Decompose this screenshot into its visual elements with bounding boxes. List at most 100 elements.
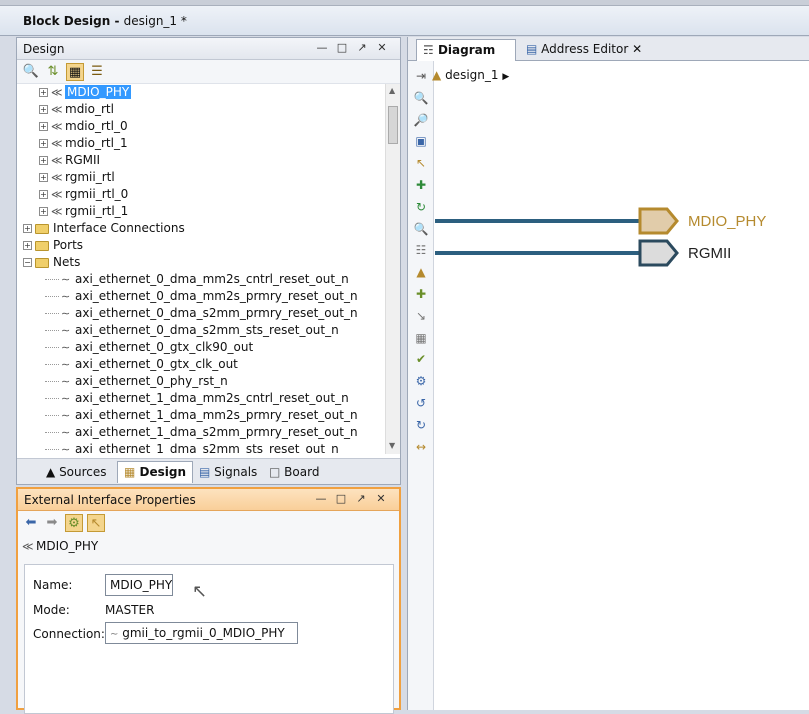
- minimize-icon[interactable]: —: [316, 41, 328, 54]
- zoom-in-icon[interactable]: 🔍: [413, 90, 429, 105]
- tree-view-icon[interactable]: ☰: [91, 64, 103, 79]
- tree-row[interactable]: ∼axi_ethernet_1_dma_mm2s_prmry_reset_out…: [45, 407, 358, 424]
- design-tree-scrollbar[interactable]: ▲ ▼: [385, 84, 400, 454]
- diagram-canvas[interactable]: MDIO_PHY RGMII: [435, 85, 809, 710]
- check-icon[interactable]: ✔: [415, 352, 427, 367]
- net-icon: ∼: [61, 443, 71, 454]
- props-form: Name: MDIO_PHY ↖ Mode: MASTER Connection…: [24, 564, 394, 714]
- tree-row[interactable]: +≪rgmii_rtl_1: [39, 204, 129, 218]
- collapse-all-icon[interactable]: ⇅: [47, 64, 59, 79]
- name-label: Name:: [33, 578, 73, 592]
- minimize-icon[interactable]: —: [315, 492, 327, 505]
- settings-icon[interactable]: ⚙: [415, 374, 427, 389]
- float-icon[interactable]: ↗: [356, 492, 366, 505]
- tree-row[interactable]: ∼axi_ethernet_0_dma_mm2s_prmry_reset_out…: [45, 288, 358, 305]
- close-icon[interactable]: ✕: [377, 41, 387, 54]
- add-ip-icon[interactable]: ✚: [415, 178, 427, 192]
- tab-design[interactable]: ▦ Design: [117, 461, 194, 483]
- add-module-icon[interactable]: ✚: [415, 287, 427, 301]
- pointer-icon[interactable]: ↖: [87, 514, 105, 532]
- back-arrow-icon[interactable]: ⬅: [25, 515, 37, 530]
- tree-row[interactable]: ∼axi_ethernet_1_dma_s2mm_sts_reset_out_n: [45, 441, 339, 454]
- tab-sources[interactable]: ▲ Sources: [46, 465, 107, 479]
- connection-field[interactable]: ∼ gmii_to_rgmii_0_MDIO_PHY: [105, 622, 298, 644]
- name-field[interactable]: MDIO_PHY: [105, 574, 173, 596]
- tree-row[interactable]: ∼axi_ethernet_1_dma_mm2s_cntrl_reset_out…: [45, 390, 349, 407]
- tree-row[interactable]: ∼axi_ethernet_0_gtx_clk_out: [45, 356, 238, 373]
- tree-row[interactable]: −Nets: [23, 255, 81, 269]
- design-panel: Design — □ ↗ ✕ 🔍 ⇅ ▦ ☰ +≪MDIO_PHY+≪mdio_…: [16, 37, 401, 485]
- rgmii-port-label[interactable]: RGMII: [688, 245, 731, 262]
- scrollbar-thumb[interactable]: [388, 106, 398, 144]
- net-icon: ∼: [61, 375, 71, 388]
- chip-icon[interactable]: ▦: [415, 330, 427, 345]
- window-title-bar: Block Design - design_1 *: [0, 6, 809, 36]
- interface-port-icon: ≪: [51, 171, 63, 184]
- tree-row[interactable]: ∼axi_ethernet_0_dma_mm2s_cntrl_reset_out…: [45, 271, 349, 288]
- tab-address-editor[interactable]: ▤ Address Editor ✕: [526, 42, 643, 56]
- close-icon[interactable]: ✕: [376, 492, 386, 505]
- close-tab-icon[interactable]: ✕: [632, 42, 643, 56]
- tree-row[interactable]: +Interface Connections: [23, 221, 185, 235]
- tree-row[interactable]: +≪rgmii_rtl: [39, 170, 115, 184]
- search-icon[interactable]: 🔍: [22, 64, 40, 79]
- expand-icon[interactable]: +: [39, 190, 48, 199]
- net-icon: ∼: [61, 409, 71, 422]
- fit-view-icon[interactable]: ⇥: [415, 69, 427, 83]
- design-panel-toolbar: 🔍 ⇅ ▦ ☰: [17, 60, 400, 84]
- float-icon[interactable]: ↗: [357, 41, 367, 54]
- props-panel-header: External Interface Properties — □ ↗ ✕: [18, 489, 399, 511]
- net-icon: ∼: [61, 290, 71, 303]
- maximize-icon[interactable]: □: [335, 492, 347, 505]
- interface-port-icon: ≪: [51, 154, 63, 167]
- tree-row[interactable]: ∼axi_ethernet_0_dma_s2mm_sts_reset_out_n: [45, 322, 339, 339]
- forward-arrow-icon[interactable]: ➡: [46, 515, 58, 530]
- tab-board[interactable]: □ Board: [269, 465, 320, 479]
- tree-row[interactable]: ∼axi_ethernet_0_gtx_clk90_out: [45, 339, 253, 356]
- collapse-icon[interactable]: ▲: [416, 265, 426, 280]
- settings-icon[interactable]: ⚙: [65, 514, 83, 532]
- expand-icon[interactable]: +: [39, 173, 48, 182]
- maximize-icon[interactable]: □: [336, 41, 348, 54]
- expand-icon[interactable]: +: [23, 224, 32, 233]
- breadcrumb[interactable]: ▲ design_1 ▶: [432, 68, 510, 82]
- tab-signals[interactable]: ▤ Signals: [199, 465, 258, 479]
- collapse-icon[interactable]: −: [23, 258, 32, 267]
- search-icon[interactable]: 🔍: [413, 221, 429, 236]
- select-icon[interactable]: ↖: [415, 156, 427, 171]
- tree-row[interactable]: ∼axi_ethernet_0_dma_s2mm_prmry_reset_out…: [45, 305, 358, 322]
- tree-row[interactable]: +≪RGMII: [39, 153, 101, 167]
- diagram-panel: ☶ Diagram ✕ ▤ Address Editor ✕ ⇥ 🔍 🔎 ▣ ↖ ✚ ↻ 🔍 ☷…: [407, 37, 809, 710]
- tree-row[interactable]: +≪mdio_rtl_1: [39, 136, 128, 150]
- zoom-fit-icon[interactable]: ▣: [415, 134, 427, 149]
- refresh-icon[interactable]: ↺: [415, 396, 427, 410]
- regenerate-layout-icon[interactable]: ☷: [415, 243, 427, 258]
- expand-icon[interactable]: +: [39, 122, 48, 131]
- tree-row[interactable]: +≪mdio_rtl: [39, 102, 114, 116]
- expand-icon[interactable]: +: [39, 105, 48, 114]
- props-toolbar: ⬅ ➡ ⚙ ↖: [18, 511, 399, 535]
- mdio-phy-port-label[interactable]: MDIO_PHY: [688, 213, 766, 230]
- validate-icon[interactable]: ↻: [415, 199, 427, 214]
- expand-icon[interactable]: +: [39, 156, 48, 165]
- interface-port-icon: ≪: [51, 205, 63, 218]
- rgmii-port-shape[interactable]: [638, 239, 679, 267]
- tree-row[interactable]: +≪MDIO_PHY: [39, 85, 132, 99]
- expand-icon[interactable]: +: [39, 88, 48, 97]
- expand-icon[interactable]: ↔: [415, 439, 427, 454]
- interface-port-icon: ≪: [51, 103, 63, 116]
- tree-row[interactable]: ∼axi_ethernet_0_phy_rst_n: [45, 373, 228, 390]
- expand-icon[interactable]: +: [39, 139, 48, 148]
- reload-icon[interactable]: ↻: [415, 417, 427, 432]
- expand-icon[interactable]: +: [23, 241, 32, 250]
- tree-row[interactable]: +≪mdio_rtl_0: [39, 119, 128, 133]
- expand-icon[interactable]: +: [39, 207, 48, 216]
- tab-diagram[interactable]: ☶ Diagram ✕: [416, 39, 516, 77]
- mdio-phy-port-shape[interactable]: [638, 207, 679, 235]
- wire-tool-icon[interactable]: ↘: [415, 308, 427, 323]
- tree-row[interactable]: ∼axi_ethernet_1_dma_s2mm_prmry_reset_out…: [45, 424, 358, 441]
- zoom-out-icon[interactable]: 🔎: [413, 112, 429, 127]
- tree-row[interactable]: +≪rgmii_rtl_0: [39, 187, 129, 201]
- tree-row[interactable]: +Ports: [23, 238, 84, 252]
- hierarchy-view-icon[interactable]: ▦: [66, 63, 84, 81]
